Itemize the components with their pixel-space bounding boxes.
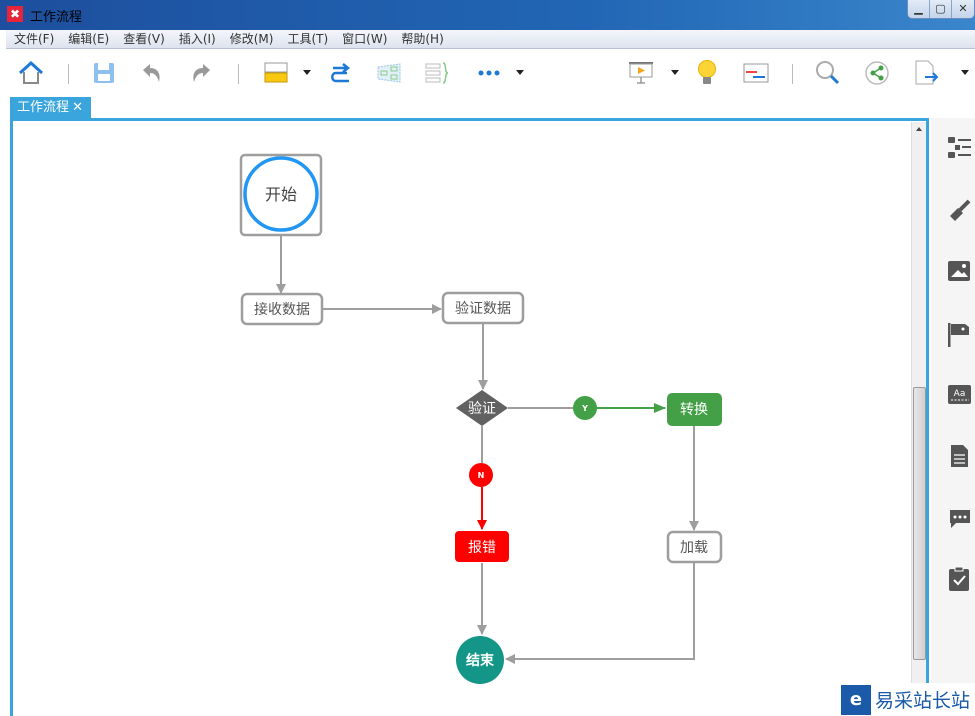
- menu-file[interactable]: 文件(F): [14, 32, 55, 46]
- watermark: e 易采站长站: [841, 683, 975, 716]
- validate-data-node[interactable]: 验证数据: [441, 291, 525, 325]
- yes-badge: Y: [573, 396, 597, 420]
- error-node[interactable]: 报错: [455, 531, 509, 562]
- tab-workflow[interactable]: 工作流程 ✕: [10, 97, 91, 118]
- receive-data-node[interactable]: 接收数据: [240, 292, 324, 326]
- convert-label: 转换: [680, 401, 708, 418]
- error-label: 报错: [468, 540, 496, 556]
- marker-flag-icon[interactable]: [948, 322, 972, 347]
- load-node[interactable]: 加载: [666, 530, 723, 564]
- end-node[interactable]: 结束: [456, 636, 504, 684]
- side-panel: Aa: [931, 118, 975, 716]
- lightbulb-icon[interactable]: [694, 60, 720, 86]
- close-button[interactable]: ✕: [958, 2, 968, 15]
- chevron-down-icon[interactable]: [303, 70, 311, 75]
- share-icon[interactable]: [864, 60, 890, 86]
- menu-help[interactable]: 帮助(H): [401, 32, 444, 46]
- boundary-icon[interactable]: [376, 60, 402, 86]
- validate-label: 验证: [468, 401, 496, 417]
- menu-edit[interactable]: 编辑(E): [68, 32, 110, 46]
- menu-view[interactable]: 查看(V): [123, 32, 165, 46]
- minimize-button[interactable]: ▁: [908, 0, 930, 18]
- search-icon[interactable]: [815, 60, 841, 86]
- start-node[interactable]: 开始: [239, 153, 323, 237]
- menu-bar: 文件(F) 编辑(E) 查看(V) 插入(I) 修改(M) 工具(T) 窗口(W…: [6, 30, 975, 49]
- menu-modify[interactable]: 修改(M): [229, 32, 274, 46]
- redo-icon[interactable]: [188, 60, 214, 86]
- no-badge: N: [469, 463, 493, 487]
- notes-icon[interactable]: [948, 444, 972, 468]
- watermark-logo: e: [841, 684, 871, 715]
- relationship-icon[interactable]: [328, 60, 354, 86]
- more-icon[interactable]: [476, 60, 502, 86]
- maximize-button[interactable]: ▢: [930, 0, 952, 18]
- format-brush-icon[interactable]: [948, 198, 972, 222]
- toolbar-divider: [68, 64, 69, 84]
- validate-decision-node[interactable]: 验证: [456, 390, 508, 426]
- watermark-text: 易采站长站: [875, 690, 971, 712]
- gantt-icon[interactable]: [743, 60, 769, 86]
- home-icon[interactable]: [18, 60, 44, 86]
- menu-insert[interactable]: 插入(I): [178, 32, 216, 46]
- text-style-icon[interactable]: Aa: [948, 384, 972, 408]
- image-icon[interactable]: [948, 260, 972, 284]
- save-icon[interactable]: [91, 60, 117, 86]
- window-controls: ▁ ▢ ✕: [907, 0, 975, 19]
- chevron-down-icon[interactable]: [516, 70, 524, 75]
- yes-label: Y: [581, 404, 588, 413]
- export-icon[interactable]: [913, 60, 939, 86]
- convert-node[interactable]: 转换: [667, 393, 722, 426]
- undo-icon[interactable]: [139, 60, 165, 86]
- toolbar: [6, 50, 975, 96]
- app-icon: ✖: [7, 6, 23, 22]
- connector: [505, 563, 695, 664]
- end-label: 结束: [466, 652, 495, 669]
- scrollbar-thumb[interactable]: [913, 387, 926, 660]
- chevron-down-icon[interactable]: [961, 70, 969, 75]
- outline-icon[interactable]: [948, 136, 972, 160]
- topic-style-icon[interactable]: [262, 60, 288, 86]
- toolbar-divider: [238, 64, 239, 84]
- comment-icon[interactable]: [948, 506, 972, 530]
- start-label: 开始: [265, 185, 297, 204]
- receive-data-label: 接收数据: [254, 301, 310, 318]
- scroll-up-arrow-icon[interactable]: [916, 127, 922, 131]
- close-tab-icon[interactable]: ✕: [72, 100, 83, 115]
- chevron-down-icon[interactable]: [671, 70, 679, 75]
- window-title: 工作流程: [30, 10, 83, 25]
- presentation-icon[interactable]: [628, 60, 654, 86]
- load-label: 加载: [680, 540, 708, 556]
- task-clipboard-icon[interactable]: [948, 566, 972, 591]
- vertical-scrollbar[interactable]: [911, 122, 926, 716]
- summary-icon[interactable]: [424, 60, 450, 86]
- menu-window[interactable]: 窗口(W): [342, 32, 388, 46]
- validate-data-label: 验证数据: [455, 301, 511, 317]
- menu-tools[interactable]: 工具(T): [287, 32, 329, 46]
- title-bar: ✖ 工作流程 ▁ ▢ ✕: [0, 0, 975, 30]
- text-style-label: Aa: [954, 389, 966, 399]
- no-label: N: [478, 471, 485, 480]
- toolbar-divider: [792, 64, 793, 84]
- tab-label: 工作流程: [17, 100, 70, 115]
